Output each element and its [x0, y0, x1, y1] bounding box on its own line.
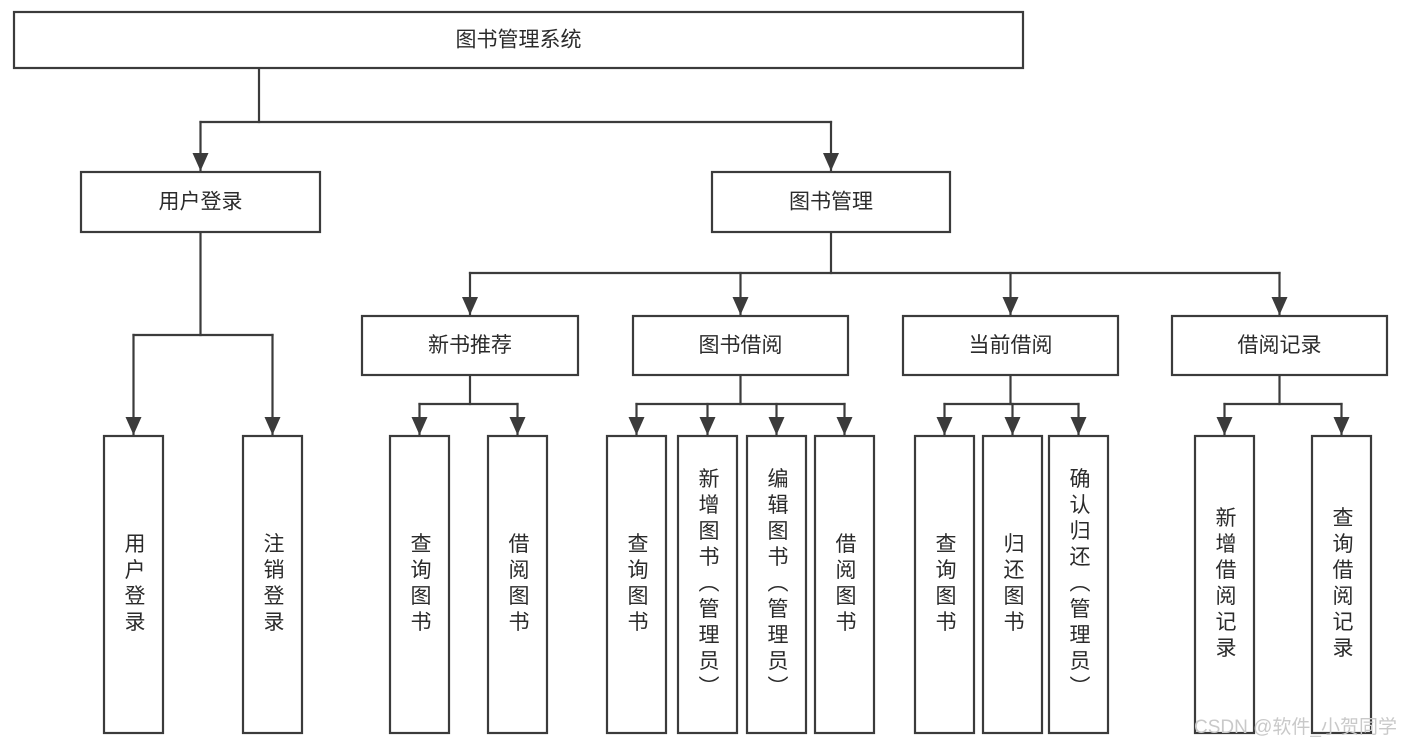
node-box[interactable] [913, 434, 976, 735]
node-box[interactable] [1047, 434, 1110, 735]
arrow-head-icon [1271, 297, 1288, 315]
node-box[interactable] [981, 434, 1044, 735]
node-label: 编辑图书（管理员） [765, 468, 789, 702]
leaf-node-leaf-query-book-3[interactable]: 查询图书 [913, 434, 976, 735]
node-box[interactable] [676, 434, 739, 735]
arrow-head-icon [462, 297, 478, 315]
node-box[interactable] [631, 314, 850, 377]
node-label: 新书推荐 [428, 334, 512, 357]
leaf-node-leaf-borrow-book-1[interactable]: 借阅图书 [486, 434, 549, 735]
level2-node-book-borrow[interactable]: 图书借阅 [631, 314, 850, 377]
arrow-head-icon [732, 297, 749, 315]
node-label: 查询图书 [408, 533, 432, 637]
node-box[interactable] [1310, 434, 1373, 735]
leaf-node-leaf-return-book[interactable]: 归还图书 [981, 434, 1044, 735]
level2-node-current-borrow[interactable]: 当前借阅 [901, 314, 1120, 377]
node-label: 借阅记录 [1238, 334, 1322, 357]
leaf-node-leaf-user-login[interactable]: 用户登录 [102, 434, 165, 735]
node-box[interactable] [710, 170, 952, 234]
node-box[interactable] [1193, 434, 1256, 735]
arrow-head-icon [264, 417, 281, 435]
node-label: 查询图书 [933, 533, 957, 637]
arrow-head-icon [768, 417, 785, 435]
node-label: 用户登录 [122, 533, 146, 637]
connector-layer [125, 66, 1350, 436]
arrow-head-icon [823, 153, 839, 171]
arrow-head-icon [192, 153, 209, 171]
arrow-head-icon [1333, 417, 1350, 435]
node-label: 借阅图书 [833, 533, 857, 637]
leaf-node-leaf-confirm-return-admin[interactable]: 确认归还（管理员） [1047, 434, 1110, 735]
node-box[interactable] [1170, 314, 1389, 377]
node-box[interactable] [486, 434, 549, 735]
arrow-head-icon [836, 417, 853, 435]
leaf-node-leaf-logout-login[interactable]: 注销登录 [241, 434, 304, 735]
csdn-watermark: CSDN @软件_小贺同学 [1194, 716, 1397, 738]
level2-node-borrow-record[interactable]: 借阅记录 [1170, 314, 1389, 377]
leaf-node-leaf-edit-book-admin[interactable]: 编辑图书（管理员） [745, 434, 808, 735]
node-box[interactable] [102, 434, 165, 735]
node-label: 借阅图书 [506, 533, 530, 637]
node-label: 注销登录 [261, 533, 285, 637]
node-layer: 图书管理系统用户登录图书管理新书推荐图书借阅当前借阅借阅记录用户登录注销登录查询… [12, 10, 1389, 735]
root-node-library-system[interactable]: 图书管理系统 [12, 10, 1025, 70]
level1-node-book-manage[interactable]: 图书管理 [710, 170, 952, 234]
leaf-node-leaf-add-borrow-record[interactable]: 新增借阅记录 [1193, 434, 1256, 735]
node-label: 查询借阅记录 [1330, 507, 1354, 663]
arrow-head-icon [628, 417, 645, 435]
arrow-head-icon [1002, 297, 1019, 315]
node-label: 确认归还（管理员） [1067, 468, 1091, 702]
node-label: 查询图书 [625, 533, 649, 637]
leaf-node-leaf-borrow-book-2[interactable]: 借阅图书 [813, 434, 876, 735]
node-box[interactable] [12, 10, 1025, 70]
node-label: 新增图书（管理员） [696, 468, 720, 702]
leaf-node-leaf-query-book-2[interactable]: 查询图书 [605, 434, 668, 735]
arrow-head-icon [125, 417, 142, 435]
arrow-head-icon [509, 417, 526, 435]
node-label: 当前借阅 [969, 334, 1053, 357]
node-label: 图书管理系统 [456, 29, 582, 52]
arrow-head-icon [1070, 417, 1087, 435]
leaf-node-leaf-add-book-admin[interactable]: 新增图书（管理员） [676, 434, 739, 735]
arrow-head-icon [1004, 417, 1021, 435]
node-label: 新增借阅记录 [1213, 507, 1237, 663]
node-box[interactable] [901, 314, 1120, 377]
node-box[interactable] [605, 434, 668, 735]
level2-node-new-book-recommend[interactable]: 新书推荐 [360, 314, 580, 377]
node-box[interactable] [745, 434, 808, 735]
node-box[interactable] [360, 314, 580, 377]
arrow-head-icon [936, 417, 953, 435]
arrow-head-icon [699, 417, 716, 435]
node-label: 用户登录 [159, 191, 243, 214]
leaf-node-leaf-query-book-1[interactable]: 查询图书 [388, 434, 451, 735]
leaf-node-leaf-query-borrow-record[interactable]: 查询借阅记录 [1310, 434, 1373, 735]
arrow-head-icon [411, 417, 428, 435]
node-box[interactable] [79, 170, 322, 234]
node-box[interactable] [241, 434, 304, 735]
node-label: 图书借阅 [699, 334, 783, 357]
arrow-head-icon [1216, 417, 1233, 435]
node-box[interactable] [813, 434, 876, 735]
node-label: 图书管理 [789, 191, 873, 214]
level1-node-user-login[interactable]: 用户登录 [79, 170, 322, 234]
node-label: 归还图书 [1001, 533, 1025, 637]
node-box[interactable] [388, 434, 451, 735]
